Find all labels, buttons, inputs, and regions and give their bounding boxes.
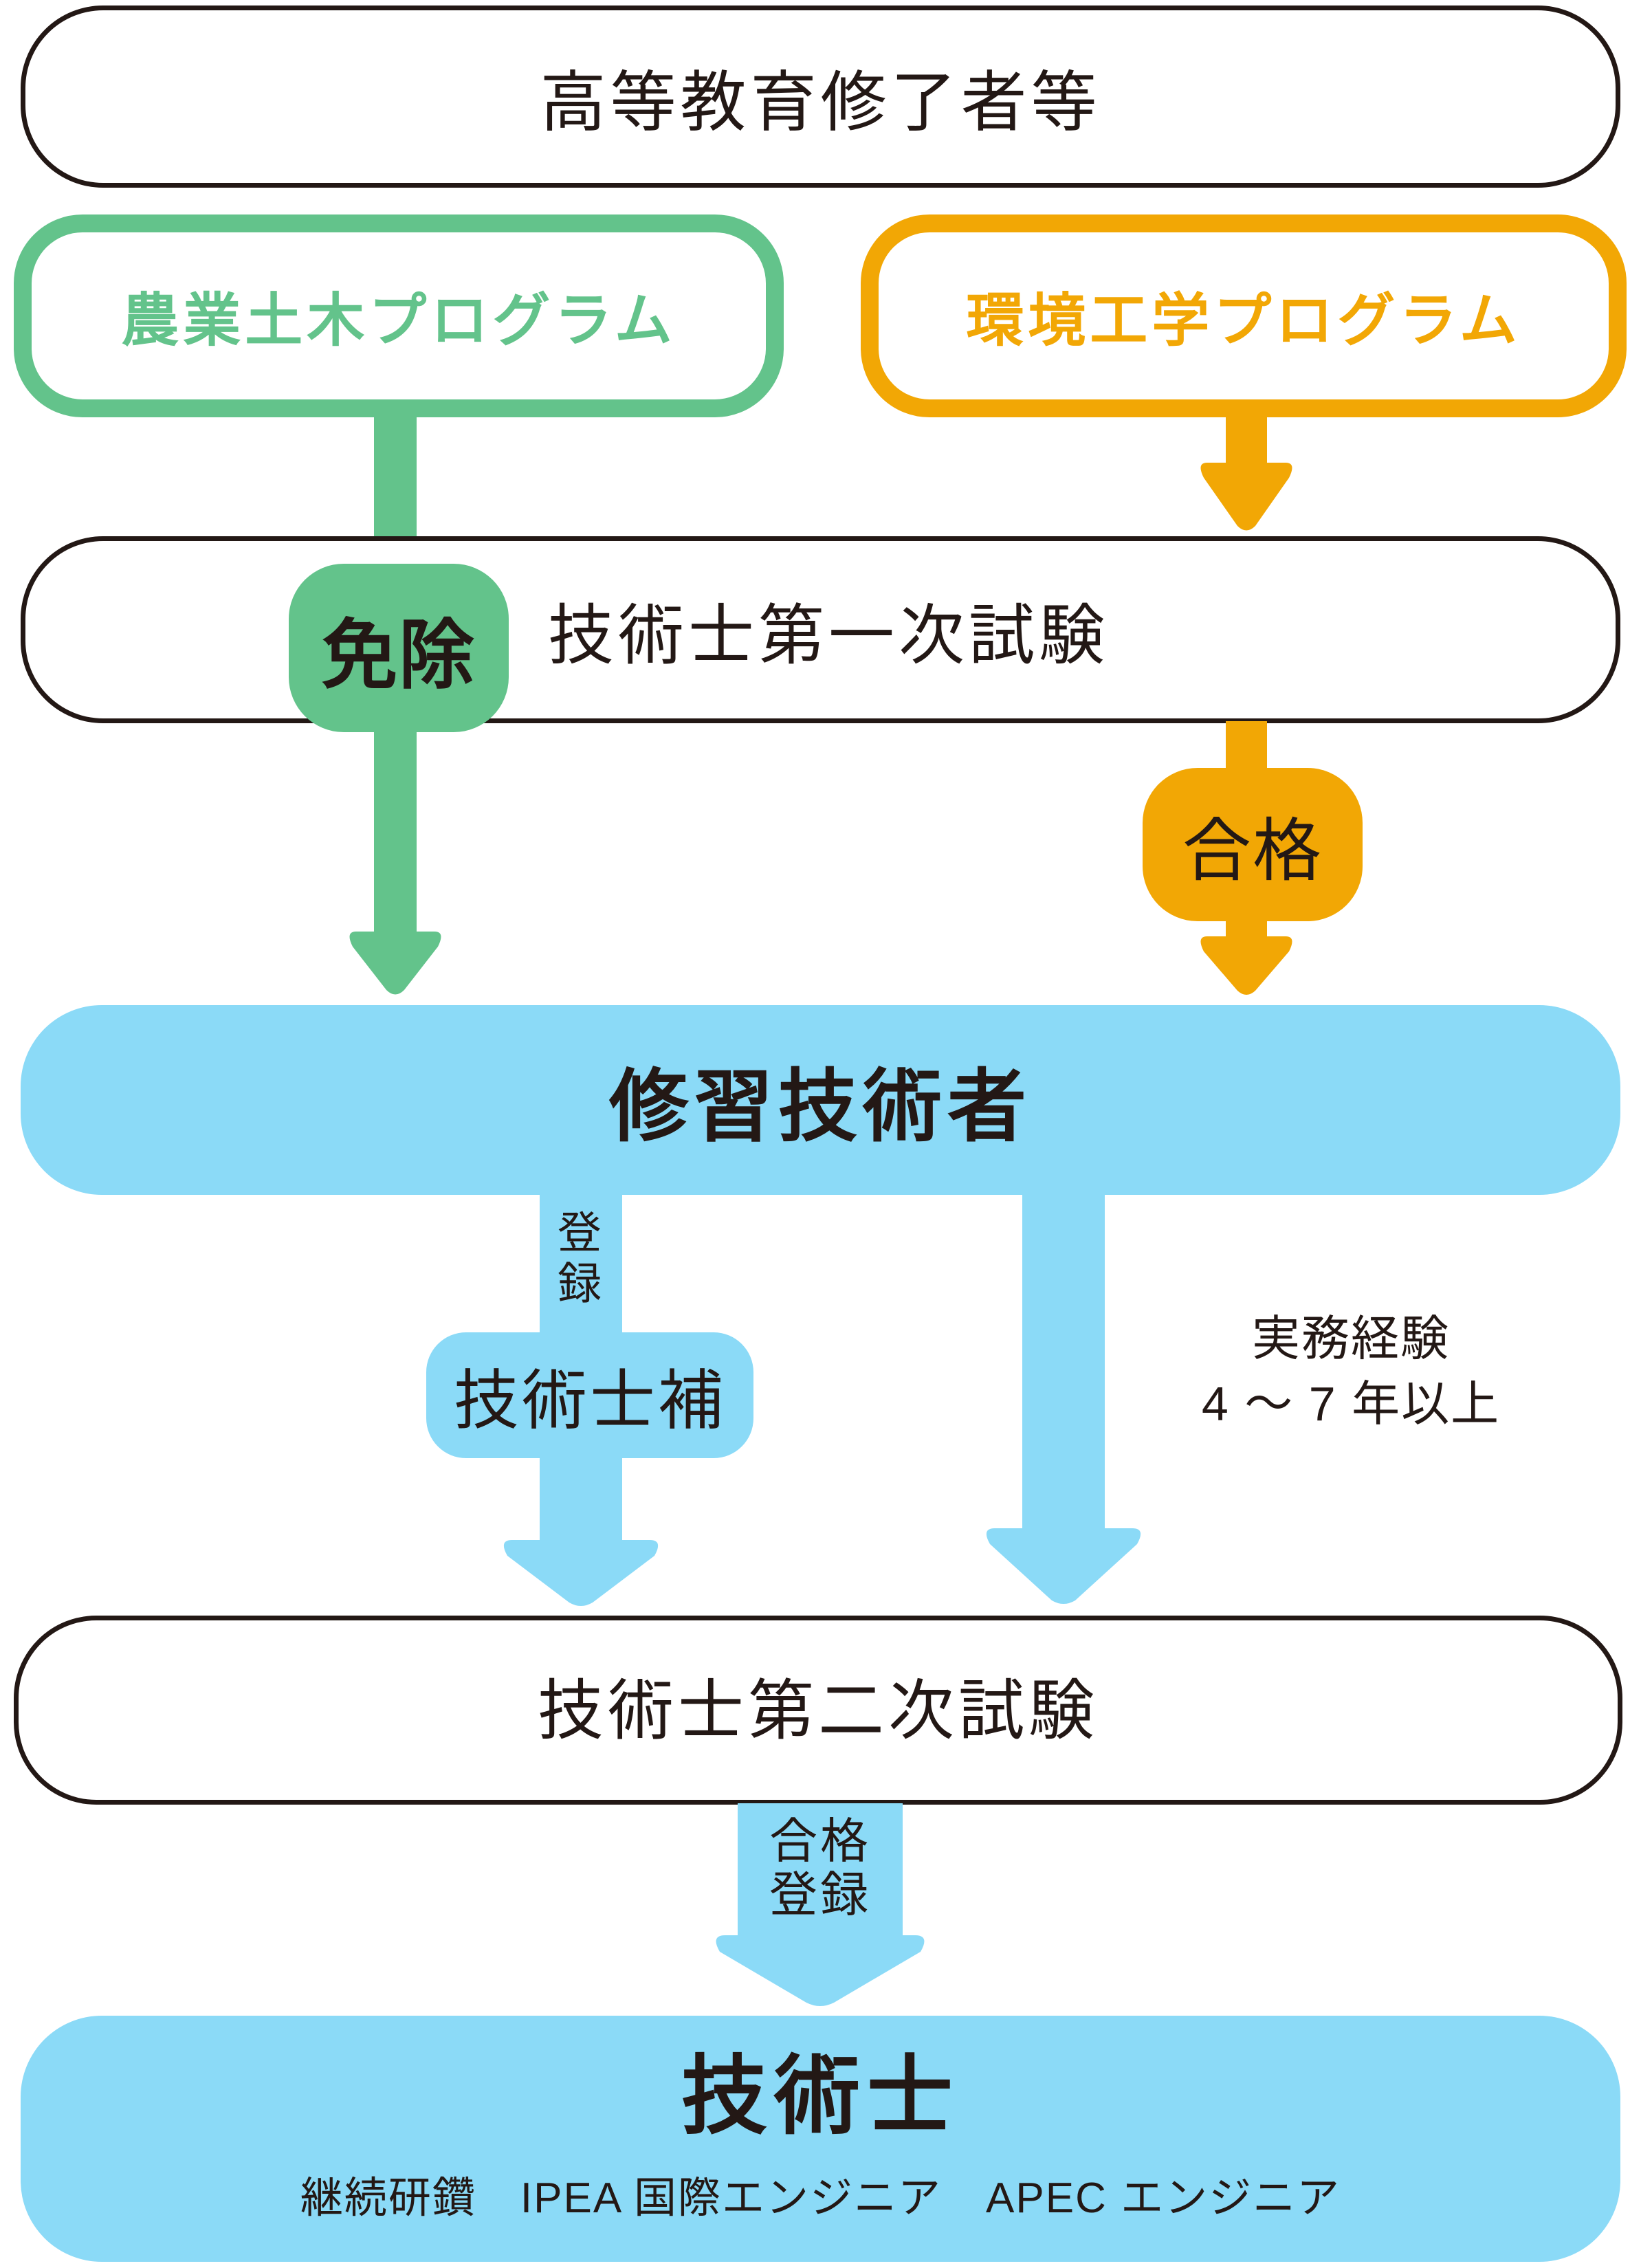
pe-box: 技術士 継続研鑽 IPEA 国際エンジニア APEC エンジニア	[21, 2016, 1620, 2262]
exemption-badge: 免除	[289, 564, 509, 732]
experience-note-line1: 実務経験	[1252, 1312, 1450, 1365]
exam2-label: 技術士第二次試験	[538, 1674, 1099, 1748]
top-box: 高等教育修了者等	[21, 5, 1620, 188]
trainee-box: 修習技術者	[21, 1005, 1620, 1195]
experience-note: 実務経験 4 ～ 7 年以上	[1179, 1306, 1523, 1436]
blue-arrow-experience-to-exam2-icon	[986, 1193, 1141, 1604]
exam1-label: 技術士第一次試験	[548, 599, 1109, 673]
top-box-label: 高等教育修了者等	[540, 66, 1101, 140]
pe-label: 技術士	[681, 2048, 960, 2144]
blue-arrow-assistant-to-exam2-icon	[503, 1454, 659, 1606]
program-environmental-label: 環境工学プログラム	[966, 288, 1521, 353]
register-note: 登録	[551, 1209, 601, 1311]
orange-arrow-to-exam1-icon	[1200, 417, 1292, 531]
experience-note-line2: 4 ～ 7 年以上	[1201, 1376, 1501, 1431]
pass-register-note: 合格 登録	[738, 1816, 903, 1923]
pass-badge-label: 合格	[1182, 813, 1323, 890]
assistant-box: 技術士補	[426, 1332, 753, 1458]
program-box-environmental: 環境工学プログラム	[861, 214, 1627, 417]
blue-arrow-exam2-to-pe-icon	[716, 1803, 925, 2006]
program-box-agricultural: 農業土木プログラム	[14, 214, 784, 417]
exam1-box: 技術士第一次試験	[21, 536, 1620, 723]
exemption-badge-label: 免除	[322, 613, 476, 698]
assistant-label: 技術士補	[453, 1365, 726, 1438]
pass-register-line2: 登録	[769, 1867, 871, 1922]
blue-stem-register-icon	[540, 1193, 622, 1336]
pass-badge: 合格	[1143, 768, 1363, 921]
pe-subtext: 継続研鑽 IPEA 国際エンジニア APEC エンジニア	[300, 2174, 1341, 2222]
exam2-box: 技術士第二次試験	[14, 1616, 1622, 1805]
pass-register-line1: 合格	[769, 1814, 871, 1868]
trainee-label: 修習技術者	[608, 1063, 1032, 1151]
program-agricultural-label: 農業土木プログラム	[121, 288, 676, 353]
